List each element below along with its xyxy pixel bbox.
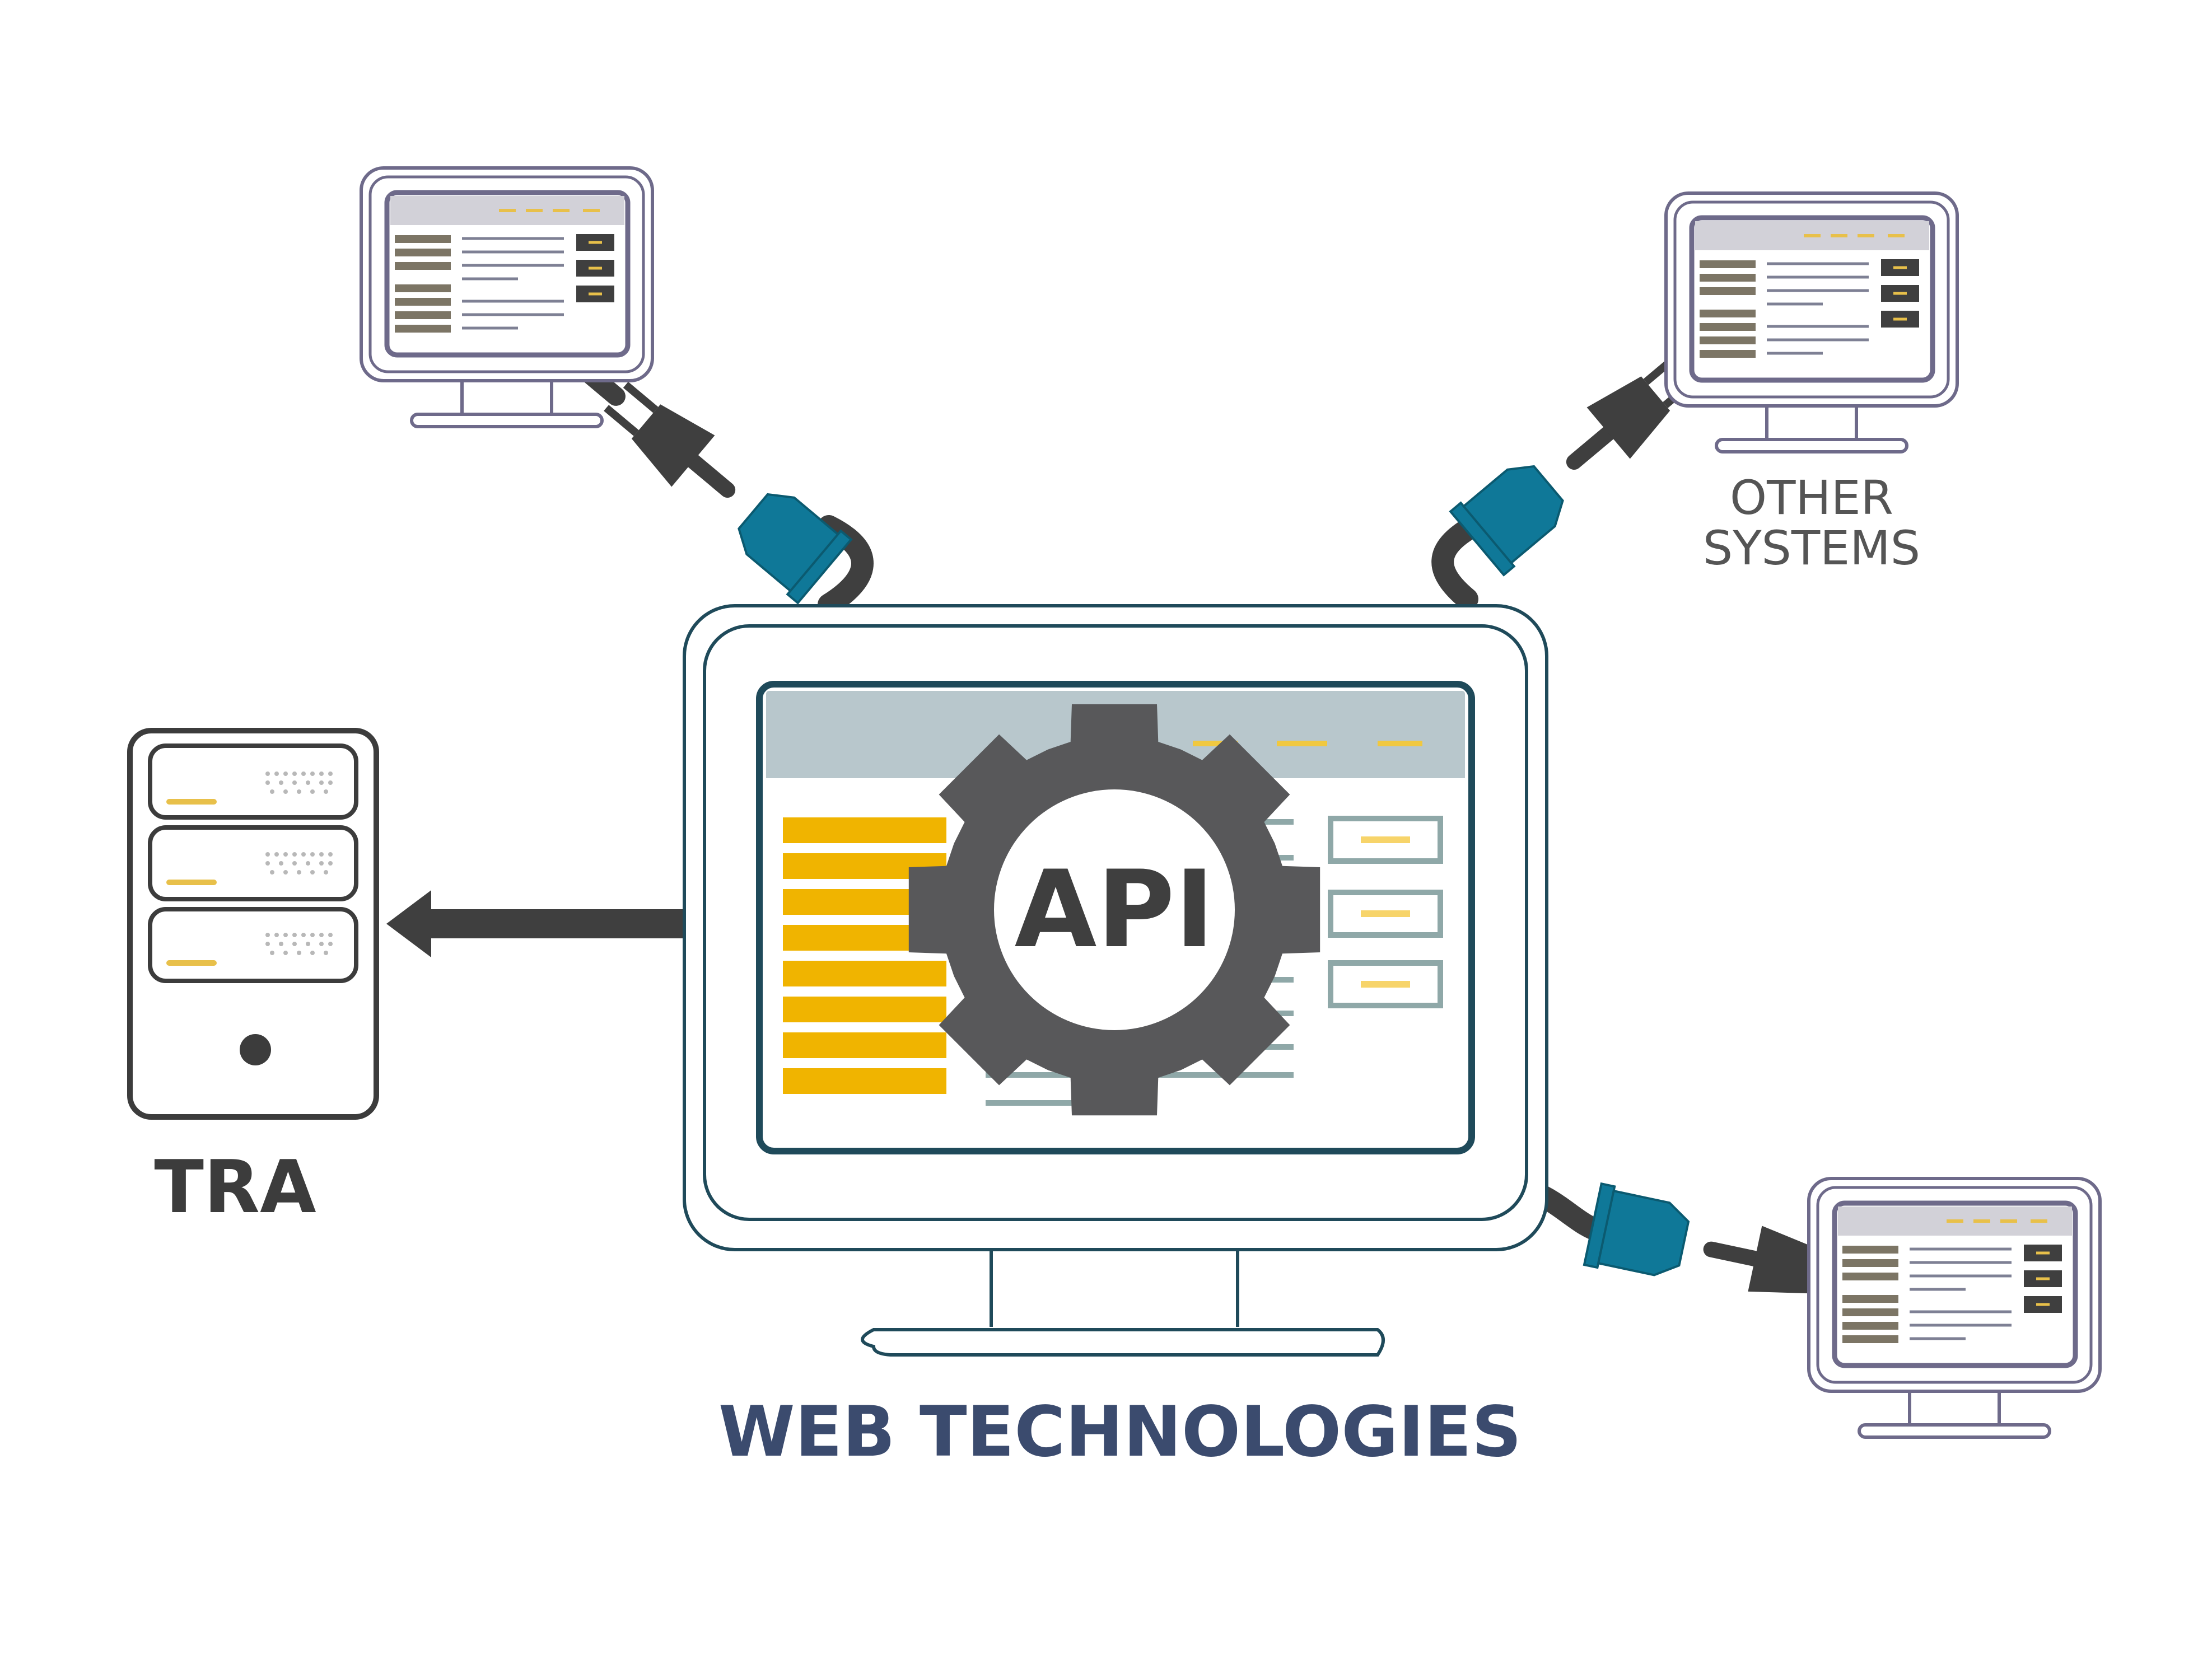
monitor-icon [1809,1179,2100,1437]
monitor-icon [1666,193,1957,452]
cable-top-right [1431,515,1484,610]
systems-label-line2: SYSTEMS [1703,521,1920,576]
gear-icon [908,704,1320,1116]
center-label: WEB TECHNOLOGIES [718,1392,1522,1472]
systems-label-line1: OTHER [1730,470,1893,525]
gear-center [994,789,1235,1030]
arrow-left-icon [386,890,689,957]
server-icon [127,728,379,1120]
gear-label: API [1015,848,1215,971]
server-label: TRA [154,1144,316,1229]
